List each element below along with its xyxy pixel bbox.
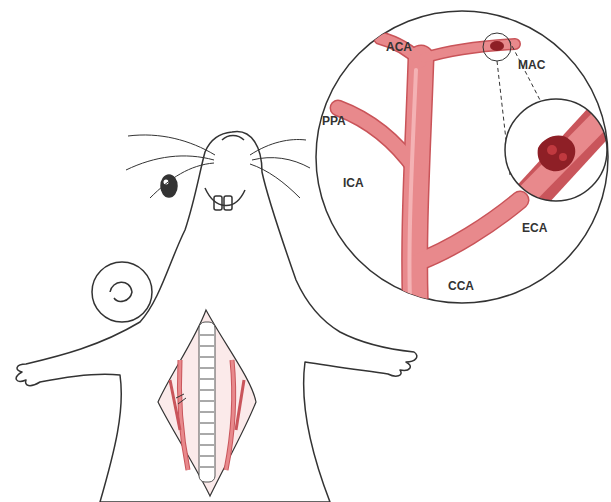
vessel-label: CCA	[448, 279, 474, 293]
neck-incision	[158, 310, 256, 496]
vessel-label: ICA	[343, 176, 364, 190]
inset-circle	[316, 11, 608, 303]
clot-marker	[483, 33, 511, 61]
vessel-label: PPA	[322, 114, 346, 128]
clot	[490, 41, 504, 51]
vessel-label: MAC	[518, 58, 545, 72]
mouse-outline	[16, 131, 417, 502]
vessel-tree	[338, 38, 520, 320]
vessel-label: ECA	[522, 221, 547, 235]
zoom-vessel	[490, 95, 611, 240]
vessel-label: ACA	[386, 40, 412, 54]
whiskers	[126, 135, 310, 198]
